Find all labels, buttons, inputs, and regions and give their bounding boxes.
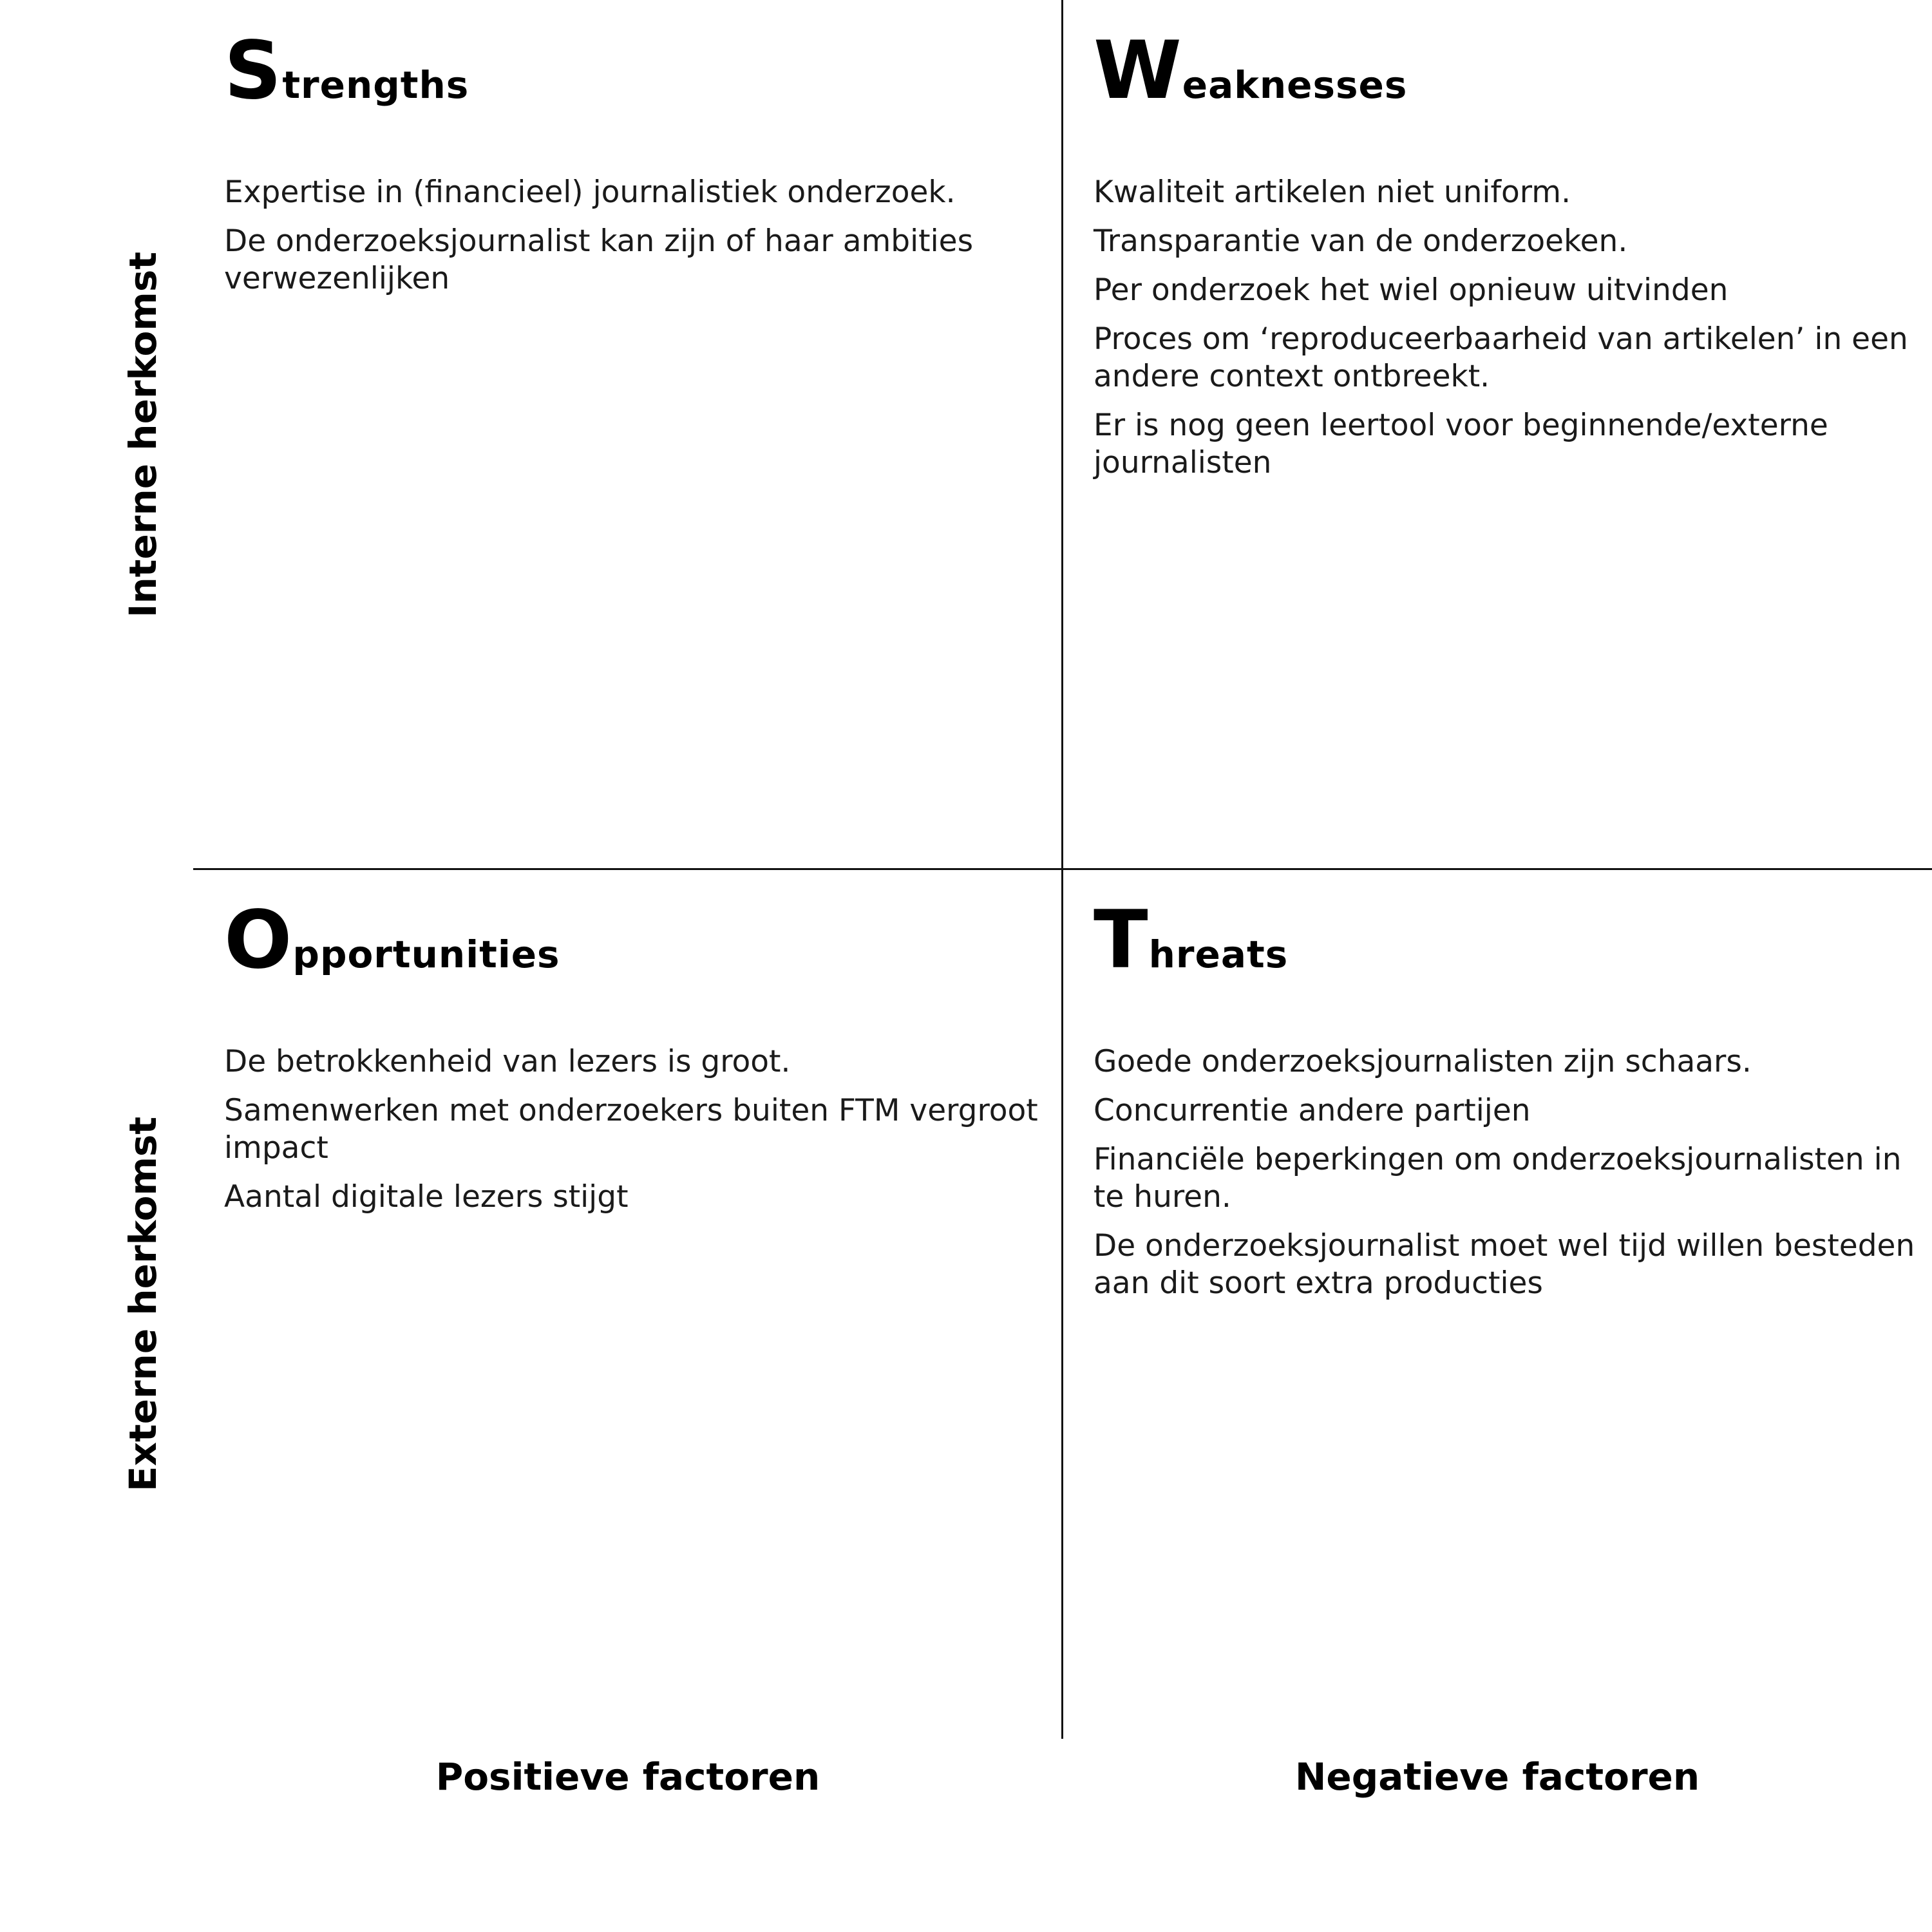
strengths-item: Expertise in (financieel) journalistiek … [224, 175, 956, 210]
opportunities-list: De betrokkenheid van lezers is groot. Sa… [224, 1043, 1055, 1216]
axis-label-positive-factors: Positieve factoren [435, 1755, 820, 1799]
threats-item: De onderzoeksjournalist moet wel tijd wi… [1094, 1228, 1915, 1301]
quadrant-strengths: Strengths Expertise in (financieel) jour… [224, 26, 1055, 309]
strengths-item: De onderzoeksjournalist kan zijn of haar… [224, 223, 974, 296]
opportunities-item: Samenwerken met onderzoekers buiten FTM … [224, 1093, 1038, 1166]
weaknesses-list: Kwaliteit artikelen niet uniform. Transp… [1094, 174, 1924, 482]
quadrant-weaknesses: Weaknesses Kwaliteit artikelen niet unif… [1094, 26, 1924, 493]
threats-title: Threats [1094, 895, 1924, 992]
weaknesses-item: Er is nog geen leertool voor beginnende/… [1094, 408, 1828, 480]
opportunities-title-initial: O [224, 894, 293, 987]
opportunities-title-rest: pportunities [292, 933, 560, 976]
quadrant-opportunities: Opportunities De betrokkenheid van lezer… [224, 895, 1055, 1227]
axis-label-external-origin: Externe herkomst [121, 1116, 165, 1492]
strengths-title-initial: S [224, 24, 283, 117]
opportunities-item: De betrokkenheid van lezers is groot. [224, 1044, 791, 1079]
threats-list: Goede onderzoeksjournalisten zijn schaar… [1094, 1043, 1924, 1302]
weaknesses-title-rest: eaknesses [1182, 63, 1408, 107]
quadrant-threats: Threats Goede onderzoeksjournalisten zij… [1094, 895, 1924, 1314]
weaknesses-title-initial: W [1094, 24, 1182, 117]
threats-item: Goede onderzoeksjournalisten zijn schaar… [1094, 1044, 1752, 1079]
horizontal-divider [193, 868, 1932, 870]
weaknesses-item: Proces om ‘reproduceerbaarheid van artik… [1094, 321, 1908, 394]
weaknesses-title: Weaknesses [1094, 26, 1924, 122]
weaknesses-item: Transparantie van de onderzoeken. [1094, 223, 1628, 259]
threats-item: Financiële beperkingen om onderzoeksjour… [1094, 1142, 1902, 1215]
threats-title-rest: hreats [1148, 933, 1289, 976]
opportunities-title: Opportunities [224, 895, 1055, 992]
strengths-title: Strengths [224, 26, 1055, 122]
weaknesses-item: Kwaliteit artikelen niet uniform. [1094, 175, 1571, 210]
weaknesses-item: Per onderzoek het wiel opnieuw uitvinden [1094, 272, 1728, 308]
threats-item: Concurrentie andere partijen [1094, 1093, 1531, 1128]
axis-label-negative-factors: Negatieve factoren [1294, 1755, 1700, 1799]
strengths-list: Expertise in (financieel) journalistiek … [224, 174, 1055, 298]
axis-label-internal-origin: Interne herkomst [121, 251, 165, 618]
strengths-title-rest: trengths [282, 63, 469, 107]
opportunities-item: Aantal digitale lezers stijgt [224, 1179, 629, 1215]
threats-title-initial: T [1094, 894, 1149, 987]
